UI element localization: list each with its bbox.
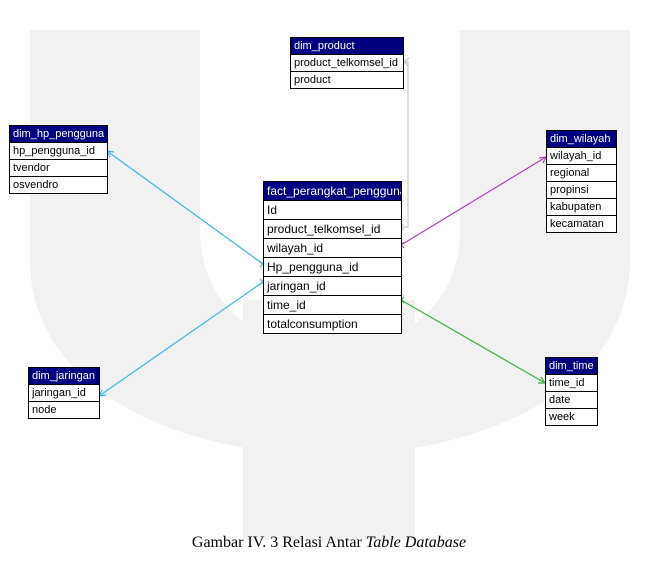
table-title: dim_time xyxy=(546,358,597,374)
field-row: Id xyxy=(264,200,401,219)
table-dim-wilayah[interactable]: dim_wilayah wilayah_id regional propinsi… xyxy=(546,130,617,233)
field-row: jaringan_id xyxy=(29,384,99,401)
field-row: node xyxy=(29,401,99,418)
field-row: time_id xyxy=(264,295,401,314)
table-title: fact_perangkat_pengguna xyxy=(264,182,401,200)
field-row: wilayah_id xyxy=(264,238,401,257)
relation-wilayah xyxy=(400,156,547,249)
field-row: Hp_pengguna_id xyxy=(264,257,401,276)
field-row: tvendor xyxy=(10,159,107,176)
table-dim-hp-pengguna[interactable]: dim_hp_pengguna hp_pengguna_id tvendor o… xyxy=(9,125,108,194)
field-row: propinsi xyxy=(547,181,616,198)
relation-hp-pengguna xyxy=(106,150,264,268)
table-dim-time[interactable]: dim_time time_id date week xyxy=(545,357,598,426)
relation-time xyxy=(400,296,546,384)
field-row: jaringan_id xyxy=(264,276,401,295)
field-row: regional xyxy=(547,164,616,181)
field-row: product_telkomsel_id xyxy=(264,219,401,238)
field-row: product xyxy=(291,71,403,88)
field-row: kabupaten xyxy=(547,198,616,215)
field-row: wilayah_id xyxy=(547,147,616,164)
table-dim-jaringan[interactable]: dim_jaringan jaringan_id node xyxy=(28,367,100,419)
field-row: totalconsumption xyxy=(264,314,401,333)
field-row: osvendro xyxy=(10,176,107,193)
table-title: dim_wilayah xyxy=(547,131,616,147)
caption-italic: Table Database xyxy=(365,534,467,551)
relation-jaringan xyxy=(98,278,264,397)
table-title: dim_hp_pengguna xyxy=(10,126,107,142)
table-title: dim_jaringan xyxy=(29,368,99,384)
field-row: product_telkomsel_id xyxy=(291,54,403,71)
table-fact-perangkat-pengguna[interactable]: fact_perangkat_pengguna Id product_telko… xyxy=(263,181,402,334)
field-row: hp_pengguna_id xyxy=(10,142,107,159)
field-row: week xyxy=(546,408,597,425)
table-title: dim_product xyxy=(291,38,403,54)
field-row: date xyxy=(546,391,597,408)
caption-prefix: Gambar IV. 3 Relasi Antar xyxy=(191,534,366,551)
table-dim-product[interactable]: dim_product product_telkomsel_id product xyxy=(290,37,404,89)
field-row: time_id xyxy=(546,374,597,391)
field-row: kecamatan xyxy=(547,215,616,232)
figure-caption: Gambar IV. 3 Relasi Antar Table Database xyxy=(0,534,658,552)
